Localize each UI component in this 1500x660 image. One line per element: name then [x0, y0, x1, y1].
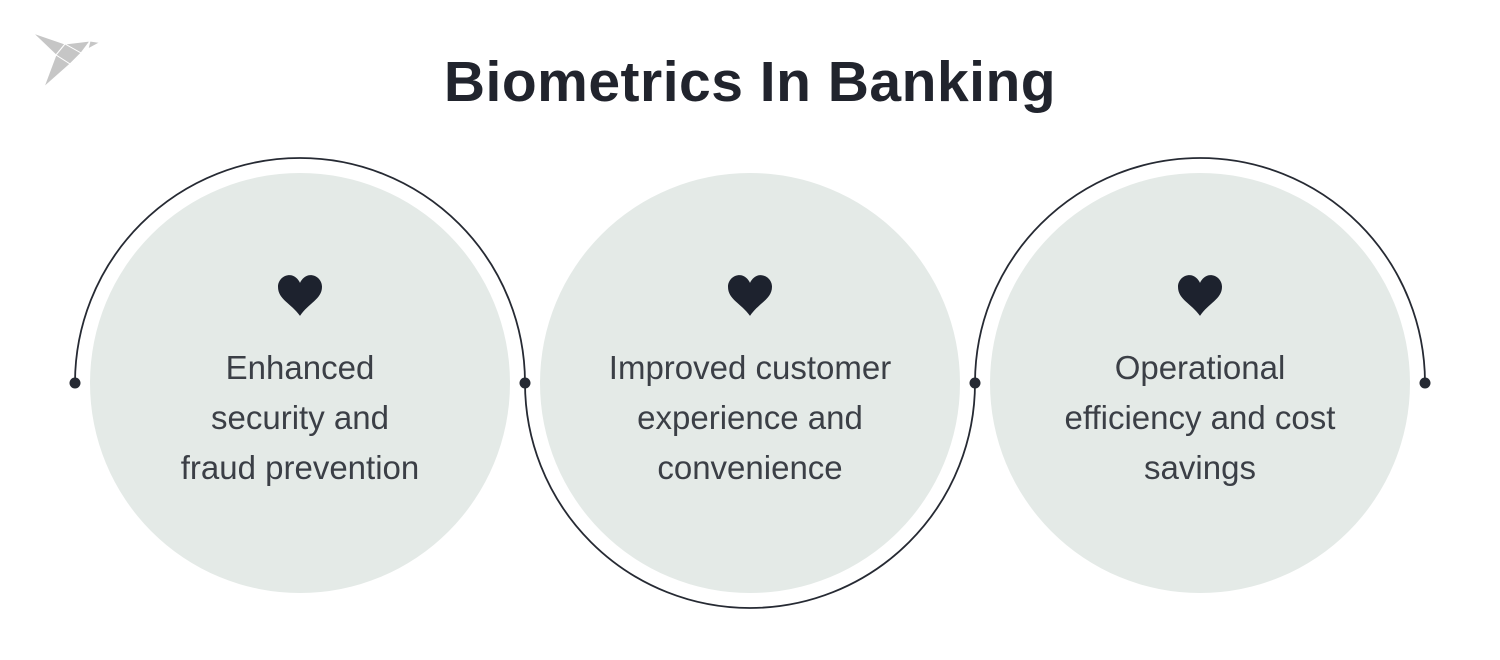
- benefit-circle-security: Enhanced security and fraud prevention: [90, 173, 510, 593]
- circle-text-line: Improved customer: [608, 349, 892, 386]
- junction-dot: [969, 377, 981, 389]
- circle-text: Improved customer experience and conveni…: [609, 343, 891, 493]
- circle-text-line: savings: [1144, 449, 1256, 486]
- heart-icon: [1178, 275, 1222, 316]
- circle-text-line: convenience: [657, 449, 843, 486]
- benefit-circle-efficiency: Operational efficiency and cost savings: [990, 173, 1410, 593]
- circle-text: Enhanced security and fraud prevention: [181, 343, 420, 493]
- heart-icon: [278, 275, 322, 316]
- junction-dot: [69, 377, 81, 389]
- circle-text-line: efficiency and cost: [1064, 399, 1336, 436]
- circle-text-line: fraud prevention: [180, 449, 420, 486]
- heart-icon: [728, 275, 772, 316]
- origami-bird-icon: [32, 32, 101, 88]
- junction-dot: [519, 377, 531, 389]
- circle-text-line: Enhanced: [225, 349, 375, 386]
- circle-text: Operational efficiency and cost savings: [1065, 343, 1336, 493]
- circle-text-line: Operational: [1114, 349, 1286, 386]
- origami-bird-logo: [30, 31, 108, 93]
- benefit-circle-experience: Improved customer experience and conveni…: [540, 173, 960, 593]
- circle-text-line: security and: [211, 399, 389, 436]
- page-title: Biometrics In Banking: [443, 50, 1057, 114]
- junction-dot: [1419, 377, 1431, 389]
- circle-text-line: experience and: [637, 399, 863, 436]
